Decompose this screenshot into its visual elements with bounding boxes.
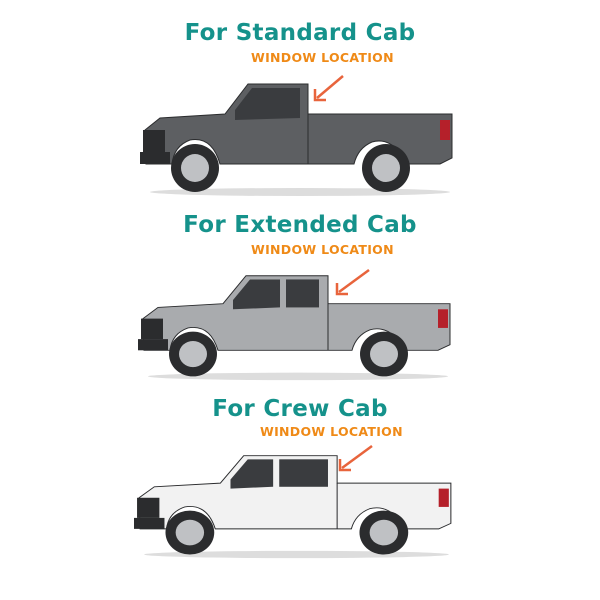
section-title: For Standard Cab <box>184 20 416 46</box>
standard-cab-truck-image <box>140 83 453 196</box>
arrow-icon <box>338 444 373 472</box>
section-title: For Crew Cab <box>212 396 388 422</box>
arrow-icon <box>313 75 344 102</box>
section-subtitle: WINDOW LOCATION <box>251 50 394 65</box>
section-title: For Extended Cab <box>183 212 417 238</box>
arrow-icon <box>335 268 370 296</box>
section-subtitle: WINDOW LOCATION <box>251 242 394 257</box>
section-subtitle: WINDOW LOCATION <box>260 424 403 439</box>
extended-cab-truck-image <box>138 275 451 381</box>
crew-cab-truck-image <box>134 455 452 559</box>
